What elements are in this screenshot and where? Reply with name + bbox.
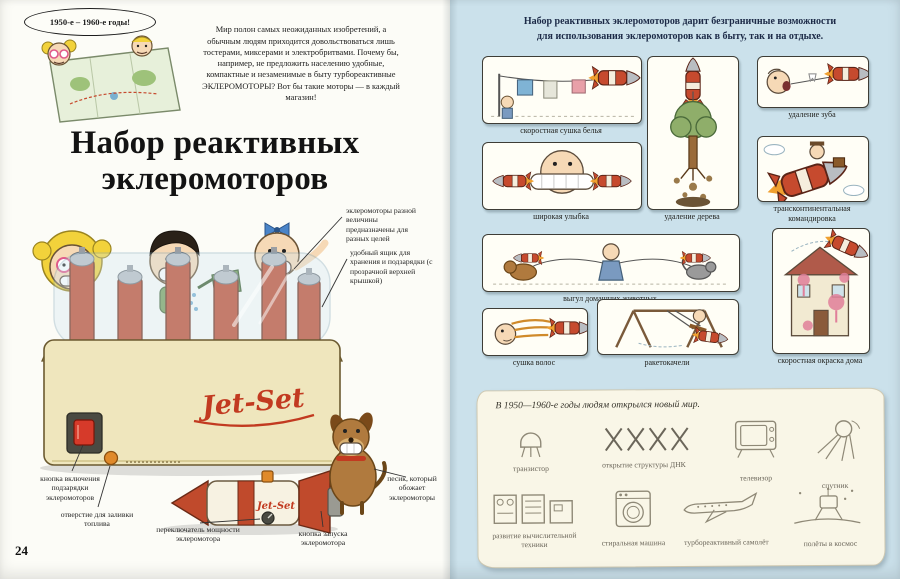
timeline-panel: В 1950—1960-е годы людям открылся новый … bbox=[476, 387, 886, 569]
panel-caption-pets: выгул домашних животных bbox=[563, 294, 657, 303]
panel-pet-walking bbox=[482, 234, 740, 292]
timeline-label-computers: развитие вычислительной техники bbox=[492, 530, 577, 550]
intro-paragraph: Мир полон самых неожиданных изобретений,… bbox=[202, 25, 400, 102]
callout-launch-button: кнопка запуска эклеромотора bbox=[298, 529, 348, 548]
pet-walking-illustration bbox=[493, 243, 729, 285]
callout-dog: песик, который обожает эклеромоторы bbox=[387, 474, 437, 502]
launch-button bbox=[261, 470, 274, 483]
business-trip-illustration bbox=[761, 141, 865, 201]
panel-caption-hair: сушка волос bbox=[512, 358, 556, 367]
right-intro-line2: для использования эклеромоторов как в бы… bbox=[536, 30, 824, 42]
panel-tree-removal bbox=[647, 56, 739, 210]
house-painting-illustration bbox=[783, 229, 869, 337]
laundry-illustration bbox=[491, 66, 641, 119]
callout-motor-sizes: эклеромоторы разной величины предназначе… bbox=[346, 206, 416, 244]
panel-caption-trip: трансконтинентальная командировка bbox=[773, 204, 851, 223]
right-intro-line1: Набор реактивных эклеромоторов дарит без… bbox=[523, 16, 837, 27]
washing-machine-icon bbox=[615, 490, 652, 528]
timeline-label-tv: телевизор bbox=[739, 473, 773, 483]
timeline-label-space: полёты в космос bbox=[803, 538, 858, 549]
timeline-caption: В 1950—1960-е годы людям открылся новый … bbox=[495, 398, 700, 412]
panel-caption-painting: скоростная окраска дома bbox=[777, 356, 863, 365]
eclair-motors-in-box bbox=[53, 247, 331, 348]
panel-house-painting bbox=[772, 228, 870, 354]
callout-lines bbox=[71, 216, 407, 528]
page-title-line2: эклеромоторов bbox=[101, 160, 329, 197]
panel-caption-swing: ракетокачели bbox=[644, 358, 690, 367]
tree-removal-illustration bbox=[670, 57, 717, 207]
jet-plane-icon bbox=[683, 492, 758, 524]
panel-hair-drying bbox=[482, 308, 588, 356]
page-number: 24 bbox=[15, 543, 28, 558]
dog bbox=[329, 412, 387, 515]
dna-structure-icon bbox=[604, 427, 689, 452]
reader-girl bbox=[41, 39, 77, 66]
callout-fuel-opening: отверстие для заливки топлива bbox=[60, 510, 134, 529]
transistor-icon bbox=[520, 432, 542, 458]
television-icon bbox=[734, 420, 777, 458]
page-title-line1: Набор реактивных bbox=[70, 125, 360, 162]
era-badge: 1950-е – 1960-е годы! bbox=[24, 8, 156, 36]
panel-caption-laundry: скоростная сушка белья bbox=[520, 126, 602, 135]
right-page-intro: Набор реактивных эклеромоторов дарит без… bbox=[468, 15, 892, 44]
panel-rocket-swing bbox=[597, 299, 739, 355]
era-badge-label: 1950-е – 1960-е годы! bbox=[49, 17, 131, 27]
timeline-label-dna: открытие структуры ДНК bbox=[602, 459, 686, 470]
computers-icon bbox=[493, 494, 574, 525]
panel-tooth-removal bbox=[757, 56, 869, 108]
charging-box: Jet-Set bbox=[40, 339, 344, 476]
panel-caption-tree: удаление дерева bbox=[664, 212, 720, 221]
callout-charge-button: кнопка включения подзарядки эклеромоторо… bbox=[40, 474, 100, 502]
rocket-swing-illustration bbox=[615, 309, 730, 348]
callout-storage-box: удобный ящик для хранения и подзарядки (… bbox=[350, 248, 433, 286]
charge-button bbox=[66, 412, 103, 454]
panel-business-trip bbox=[757, 136, 869, 202]
tooth-removal-illustration bbox=[766, 63, 868, 94]
timeline-label-jet: турбореактивный самолёт bbox=[684, 537, 769, 547]
timeline-label-washer: стиральная машина bbox=[601, 538, 666, 548]
panel-wide-smile bbox=[482, 142, 642, 210]
rocket-logo: Jet-Set bbox=[255, 501, 295, 512]
callout-power-switch: переключатель мощности эклеромотора bbox=[156, 525, 240, 544]
era-badge-cartoon bbox=[41, 35, 181, 123]
fuel-opening bbox=[103, 450, 119, 466]
page-title: Набор реактивных эклеромоторов bbox=[48, 125, 382, 197]
space-flight-icon bbox=[794, 487, 861, 524]
panel-caption-smile: широкая улыбка bbox=[533, 212, 589, 221]
panel-caption-tooth: удаление зуба bbox=[788, 110, 836, 119]
wide-smile-illustration bbox=[492, 150, 632, 194]
panel-laundry-drying bbox=[482, 56, 642, 124]
main-illustration: Jet-Set Jet-Set bbox=[32, 216, 407, 535]
hair-drying-illustration bbox=[494, 317, 587, 345]
reader-boy bbox=[131, 35, 153, 57]
sputnik-icon bbox=[817, 420, 861, 461]
timeline-label-transistor: транзистор bbox=[512, 463, 549, 474]
